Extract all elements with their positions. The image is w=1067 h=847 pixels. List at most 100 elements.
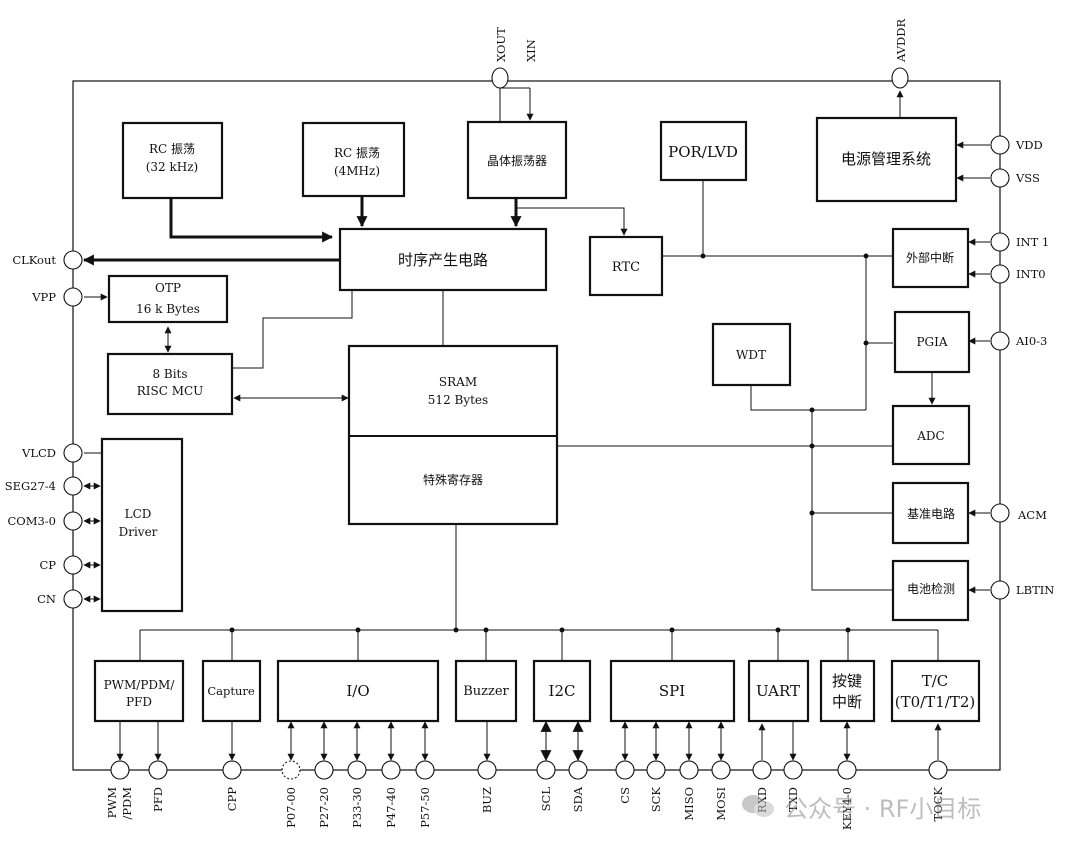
wires bbox=[82, 87, 990, 762]
pin-lbtin: LBTIN bbox=[990, 580, 1054, 600]
timing-circuit-label: 时序产生电路 bbox=[398, 251, 488, 269]
pin-sda-label: SDA bbox=[571, 786, 585, 812]
pin-p07-label: P07-00 bbox=[284, 787, 298, 828]
pin-miso-label: MISO bbox=[682, 787, 696, 821]
rtc-block: RTC bbox=[588, 235, 664, 297]
watermark-text: 公众号 · RF小目标 bbox=[784, 794, 982, 823]
timer-counter-sub: (T0/T1/T2) bbox=[895, 693, 975, 711]
battery-detect-block: 电池检测 bbox=[891, 559, 970, 622]
pin-com-label: COM3-0 bbox=[7, 514, 56, 528]
rc-osc-32khz-label: RC 振荡 bbox=[149, 142, 195, 156]
pin-buz-label: BUZ bbox=[480, 787, 494, 813]
mcu-block: 8 Bits RISC MCU bbox=[106, 352, 234, 416]
reference-circuit-block: 基准电路 bbox=[891, 481, 970, 545]
external-interrupt-block: 外部中断 bbox=[891, 227, 970, 289]
rc-osc-4mhz-sub: (4MHz) bbox=[334, 164, 380, 178]
pin-p27: P27-20 bbox=[314, 760, 334, 828]
pin-int1-label: INT 1 bbox=[1016, 235, 1049, 249]
pin-pwm-label2: /PDM bbox=[120, 787, 134, 820]
pin-vss-label: VSS bbox=[1015, 171, 1040, 185]
por-lvd-block: POR/LVD bbox=[659, 120, 748, 182]
sram-block: SRAM 512 Bytes 特殊寄存器 bbox=[347, 344, 559, 526]
pin-buz: BUZ bbox=[477, 760, 497, 813]
pin-miso: MISO bbox=[679, 760, 699, 821]
pin-vdd: VDD bbox=[990, 135, 1043, 155]
pin-acm-label: ACM bbox=[1017, 508, 1047, 522]
pwm-block: PWM/PDM/ PFD bbox=[93, 659, 185, 723]
sram-label: SRAM bbox=[439, 375, 477, 389]
buzzer-block: Buzzer bbox=[454, 659, 518, 723]
external-interrupt-label: 外部中断 bbox=[906, 250, 954, 265]
lcd-driver-block: LCD Driver bbox=[100, 437, 184, 613]
pwm-label: PWM/PDM/ bbox=[104, 678, 176, 692]
pin-pfd-label: PFD bbox=[151, 787, 165, 812]
por-lvd-label: POR/LVD bbox=[668, 143, 738, 161]
pin-vpp-label: VPP bbox=[31, 290, 56, 304]
pin-vlcd-label: VLCD bbox=[21, 446, 56, 460]
pin-cp: CP bbox=[39, 555, 83, 575]
pin-cs: CS bbox=[615, 760, 635, 804]
spi-block: SPI bbox=[609, 659, 736, 723]
pin-com: COM3-0 bbox=[7, 511, 83, 531]
pin-int0: INT0 bbox=[990, 264, 1046, 284]
pin-tock-label: TOCK bbox=[931, 787, 945, 822]
pin-pwm: PWM /PDM bbox=[105, 760, 134, 820]
rc-osc-4mhz-label: RC 振荡 bbox=[334, 146, 380, 160]
pin-txd-label: TXD bbox=[786, 787, 800, 812]
pin-cpp-label: CPP bbox=[225, 787, 239, 812]
mcu-sub: RISC MCU bbox=[137, 384, 204, 398]
key-interrupt-block: 按键 中断 bbox=[819, 659, 876, 723]
rtc-label: RTC bbox=[612, 260, 640, 275]
wechat-icon bbox=[740, 791, 776, 821]
mcu-label: 8 Bits bbox=[152, 367, 187, 381]
pin-vss: VSS bbox=[990, 168, 1040, 188]
reference-circuit-label: 基准电路 bbox=[907, 506, 955, 521]
battery-detect-label: 电池检测 bbox=[907, 581, 955, 596]
pin-p33-label: P33-30 bbox=[350, 787, 364, 828]
pin-xin: XIN bbox=[524, 39, 538, 62]
otp-sub: 16 k Bytes bbox=[136, 302, 200, 316]
lcd-driver-label: LCD bbox=[125, 507, 152, 521]
adc-block: ADC bbox=[891, 404, 971, 466]
pin-scl-label: SCL bbox=[539, 787, 553, 812]
pin-ai: AI0-3 bbox=[990, 331, 1047, 351]
pin-ai-label: AI0-3 bbox=[1015, 334, 1047, 348]
pin-acm: ACM bbox=[990, 503, 1047, 523]
capture-block: Capture bbox=[201, 659, 262, 723]
pin-cn-label: CN bbox=[37, 592, 56, 606]
capture-label: Capture bbox=[207, 684, 255, 698]
i2c-label: I2C bbox=[549, 682, 576, 700]
pin-key-label: KEY4-0 bbox=[840, 787, 854, 830]
power-management-label: 电源管理系统 bbox=[841, 150, 931, 168]
pin-cpp: CPP bbox=[222, 760, 242, 812]
timing-circuit-block: 时序产生电路 bbox=[338, 227, 548, 292]
pin-vpp: VPP bbox=[31, 287, 83, 307]
pgia-block: PGIA bbox=[893, 310, 971, 374]
pgia-label: PGIA bbox=[916, 335, 947, 349]
crystal-osc-block: 晶体振荡器 bbox=[466, 120, 568, 200]
pin-seg-label: SEG27-4 bbox=[5, 479, 56, 493]
rc-osc-4mhz-block: RC 振荡 (4MHz) bbox=[301, 121, 406, 198]
wdt-block: WDT bbox=[711, 322, 792, 387]
power-management-block: 电源管理系统 bbox=[815, 116, 958, 203]
pin-mosi: MOSI bbox=[711, 760, 731, 821]
pin-lbtin-label: LBTIN bbox=[1016, 583, 1054, 597]
pin-vlcd: VLCD bbox=[21, 443, 83, 463]
pin-cs-label: CS bbox=[618, 787, 632, 804]
otp-label: OTP bbox=[155, 281, 181, 295]
key-interrupt-label: 按键 bbox=[832, 672, 862, 690]
pin-sck-label: SCK bbox=[649, 787, 663, 813]
pin-p47-label: P47-40 bbox=[384, 787, 398, 828]
timer-counter-block: T/C (T0/T1/T2) bbox=[890, 659, 981, 723]
pin-p57: P57-50 bbox=[415, 760, 435, 828]
uart-block: UART bbox=[747, 659, 810, 723]
pin-mosi-label: MOSI bbox=[714, 787, 728, 821]
pin-clkout-label: CLKout bbox=[12, 253, 56, 267]
pin-pwm-label: PWM bbox=[105, 787, 119, 819]
io-block: I/O bbox=[276, 659, 440, 723]
adc-label: ADC bbox=[916, 429, 944, 443]
pin-seg: SEG27-4 bbox=[5, 476, 83, 496]
pin-sck: SCK bbox=[646, 760, 666, 813]
pin-avddr-label: AVDDR bbox=[894, 19, 908, 63]
sfr-label: 特殊寄存器 bbox=[423, 472, 483, 487]
